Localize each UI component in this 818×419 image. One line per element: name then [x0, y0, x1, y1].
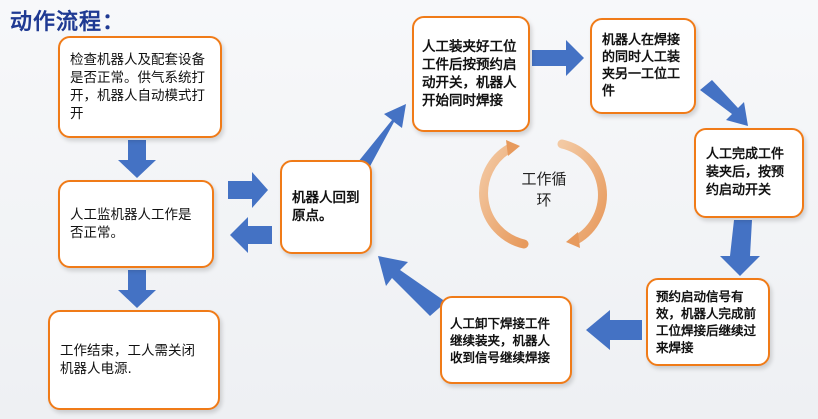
- box-unload-continue-text: 人工卸下焊接工件继续装夹，机器人收到信号继续焊接: [450, 315, 551, 365]
- arrow-down-check-monitor: [118, 140, 156, 178]
- box-return-origin: 机器人回到原点。: [280, 160, 372, 254]
- cycle-arc-right: [557, 139, 607, 245]
- cycle-label: 工作循环: [521, 170, 567, 209]
- box-load-start: 人工装夹好工位工件后按预约启动开关，机器人开始同时焊接: [412, 16, 530, 132]
- arrow-diag-unload-return: [378, 256, 446, 316]
- box-monitor-robot: 人工监机器人工作是否正常。: [58, 180, 214, 268]
- box-robot-weld: 机器人在焊接的同时人工装夹另一工位工件: [590, 18, 696, 114]
- cycle-arc-left: [479, 143, 529, 249]
- box-return-origin-text: 机器人回到原点。: [292, 190, 360, 224]
- arrow-down-finish-signal: [720, 220, 760, 276]
- arrow-left-return-monitor: [230, 217, 272, 253]
- box-monitor-robot-text: 人工监机器人工作是否正常。: [70, 207, 192, 241]
- box-signal-valid: 预约启动信号有效，机器人完成前工位焊接后继续过来焊接: [646, 278, 770, 366]
- box-check-equipment-text: 检查机器人及配套设备是否正常。供气系统打开，机器人自动模式打开: [70, 52, 205, 122]
- box-check-equipment: 检查机器人及配套设备是否正常。供气系统打开，机器人自动模式打开: [58, 36, 222, 138]
- box-load-start-text: 人工装夹好工位工件后按预约启动开关，机器人开始同时焊接: [422, 39, 517, 109]
- box-signal-valid-text: 预约启动信号有效，机器人完成前工位焊接后继续过来焊接: [656, 289, 757, 355]
- page-title: 动作流程：: [10, 10, 126, 35]
- box-unload-continue: 人工卸下焊接工件继续装夹，机器人收到信号继续焊接: [440, 296, 572, 384]
- box-finish-load: 人工完成工件装夹后，按预约启动开关: [694, 128, 804, 218]
- arrow-down-monitor-end: [118, 270, 156, 308]
- cycle-arrowhead-top: [506, 140, 520, 156]
- cycle-arrowhead-bottom: [566, 232, 580, 248]
- box-work-end-text: 工作结束，工人需关闭机器人电源.: [60, 343, 195, 377]
- arrow-left-signal-unload: [586, 310, 642, 350]
- box-robot-weld-text: 机器人在焊接的同时人工装夹另一工位工件: [602, 33, 681, 99]
- box-work-end: 工作结束，工人需关闭机器人电源.: [48, 310, 220, 410]
- box-finish-load-text: 人工完成工件装夹后，按预约启动开关: [706, 147, 785, 198]
- arrow-diag-return-load: [358, 104, 406, 170]
- arrow-right-load-robot: [532, 40, 584, 76]
- arrow-diag-robot-finish: [700, 80, 748, 126]
- arrow-right-monitor-return: [228, 172, 268, 208]
